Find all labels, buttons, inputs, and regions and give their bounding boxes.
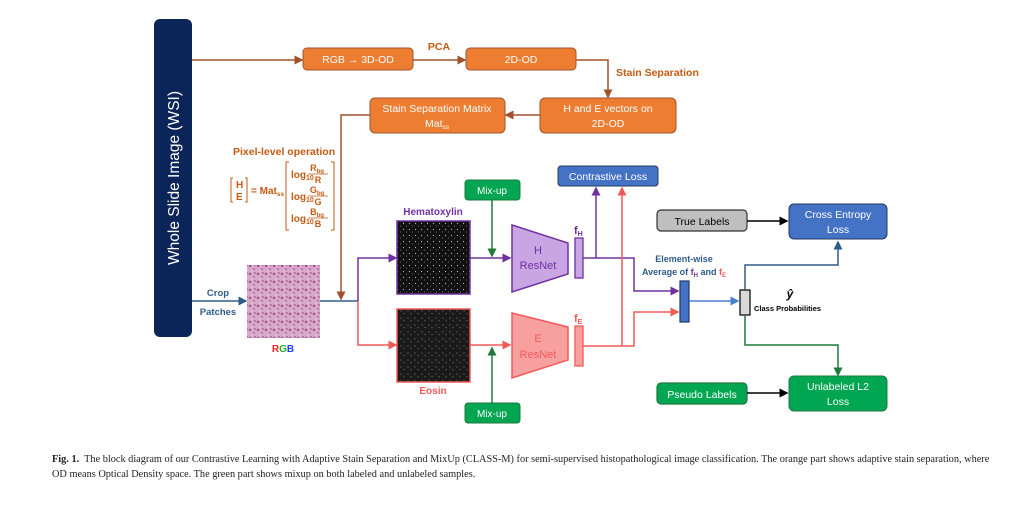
- unlabeled-l2-loss-box: Unlabeled L2 Loss: [788, 375, 888, 412]
- svg-text:log10: log10: [291, 214, 314, 226]
- class-to-unlabeled-loss-arrow: [744, 315, 843, 377]
- rgb-tissue-patch: [247, 265, 320, 338]
- eq-mat: = Matss: [251, 186, 284, 198]
- e-resnet: E ResNet: [511, 312, 569, 380]
- e-resnet-line2: ResNet: [520, 349, 557, 361]
- cross-entropy-line2: Loss: [827, 224, 849, 236]
- wsi-block: Whole Slide Image (WSI): [154, 19, 192, 337]
- he-vectors-line2: 2D-OD: [592, 118, 625, 130]
- class-to-cross-entropy-arrow: [744, 240, 843, 290]
- pixel-level-equation: Pixel-level operation H E = Matss log10 …: [230, 146, 335, 231]
- pixel-op-label: Pixel-level operation: [233, 146, 335, 158]
- he-vectors-line1: H and E vectors on: [563, 103, 652, 115]
- svg-text:Gbg: Gbg: [310, 185, 325, 197]
- h-resnet: H ResNet: [511, 223, 569, 294]
- 2d-od-label: 2D-OD: [505, 54, 538, 66]
- eosin-stream: Eosin Mix-up E ResNet fE: [357, 186, 680, 424]
- rgb-label: RGB: [272, 344, 294, 355]
- contrastive-loss-box: Contrastive Loss: [557, 165, 659, 187]
- figure-caption: Fig. 1. The block diagram of our Contras…: [52, 452, 992, 482]
- y-hat-label: ŷ: [786, 287, 795, 301]
- matrix-to-patch-line-arrow: [336, 114, 370, 301]
- element-wise-label: Element-wise: [655, 254, 713, 264]
- patches-label: Patches: [200, 307, 236, 318]
- fe-label: fE: [574, 313, 583, 326]
- mixup-top-box: Mix-up: [464, 179, 521, 201]
- svg-text:Bbg: Bbg: [310, 207, 324, 219]
- matrix-line1: Stain Separation Matrix: [382, 103, 492, 115]
- fe-to-average-arrow: [622, 307, 680, 347]
- true-labels-label: True Labels: [674, 216, 729, 228]
- stain-separation-arrow: [576, 59, 613, 99]
- svg-text:log10: log10: [291, 170, 314, 182]
- contrastive-loss-label: Contrastive Loss: [569, 171, 647, 183]
- hematoxylin-label: Hematoxylin: [403, 207, 462, 218]
- matrix-line2: Matss: [425, 118, 450, 131]
- cross-entropy-loss-box: Cross Entropy Loss: [788, 203, 888, 240]
- eosin-label: Eosin: [419, 386, 446, 397]
- eq-lhs-e: E: [236, 192, 243, 203]
- eq-row-g: log10 Gbg G: [291, 185, 328, 207]
- average-of-label: Average of fH and fE: [642, 267, 726, 279]
- crop-label: Crop: [207, 288, 229, 299]
- branch-to-h-arrow: [357, 253, 398, 301]
- fh-to-average-arrow: [596, 257, 680, 296]
- figure-label: Fig. 1.: [52, 454, 80, 465]
- eq-row-b: log10 Bbg B: [291, 207, 328, 229]
- stain-separation-label: Stain Separation: [616, 67, 699, 79]
- svg-text:Rbg: Rbg: [310, 163, 324, 175]
- hematoxylin-stream: Hematoxylin Mix-up H ResNet fH: [357, 179, 680, 301]
- cross-entropy-line1: Cross Entropy: [805, 209, 872, 221]
- input-patch-section: Crop Patches RGB: [192, 265, 358, 355]
- he-vectors-box: H and E vectors on 2D-OD: [539, 97, 677, 134]
- rgb-to-3d-od-label: RGB → 3D-OD: [322, 54, 394, 66]
- 2d-od-box: 2D-OD: [465, 47, 577, 71]
- wsi-label: Whole Slide Image (WSI): [166, 91, 183, 265]
- class-probabilities-vector: [739, 289, 751, 316]
- eosin-image: [396, 308, 471, 383]
- e-resnet-line1: E: [534, 333, 541, 345]
- eq-lhs-h: H: [236, 180, 243, 191]
- h-resnet-line1: H: [534, 245, 542, 257]
- averaged-feature-vector: [679, 280, 690, 323]
- fh-label: fH: [574, 225, 583, 238]
- h-resnet-line2: ResNet: [520, 260, 557, 272]
- stain-separation-matrix-box: Stain Separation Matrix Matss: [369, 97, 506, 134]
- class-m-block-diagram: Whole Slide Image (WSI) RGB → 3D-OD PCA …: [154, 19, 888, 424]
- fe-feature-vector: [574, 325, 584, 367]
- svg-text:R: R: [315, 175, 322, 185]
- svg-text:G: G: [314, 197, 321, 207]
- fusion-section: Element-wise Average of fH and fE ŷ Clas…: [642, 254, 821, 323]
- hematoxylin-image: [396, 220, 471, 295]
- mixup-bottom-label: Mix-up: [477, 409, 507, 420]
- mixup-bottom-box: Mix-up: [464, 402, 521, 424]
- branch-to-e-arrow: [357, 301, 398, 350]
- unlabeled-loss-line2: Loss: [827, 396, 849, 408]
- true-labels-box: True Labels: [656, 209, 748, 232]
- svg-text:log10: log10: [291, 192, 314, 204]
- orange-stain-separation-part: RGB → 3D-OD PCA 2D-OD Stain Separation H…: [192, 41, 699, 301]
- fh-feature-vector: [574, 237, 584, 279]
- pseudo-labels-box: Pseudo Labels: [656, 382, 748, 405]
- pseudo-labels-label: Pseudo Labels: [667, 389, 736, 401]
- pca-label: PCA: [428, 41, 451, 53]
- rgb-to-3d-od-box: RGB → 3D-OD: [302, 47, 414, 71]
- class-probabilities-label: Class Probabilities: [754, 304, 821, 313]
- unlabeled-loss-line1: Unlabeled L2: [807, 381, 869, 393]
- caption-text: The block diagram of our Contrastive Lea…: [52, 454, 990, 480]
- mixup-top-label: Mix-up: [477, 186, 507, 197]
- svg-text:B: B: [315, 219, 322, 229]
- eq-row-r: log10 Rbg R: [291, 163, 328, 185]
